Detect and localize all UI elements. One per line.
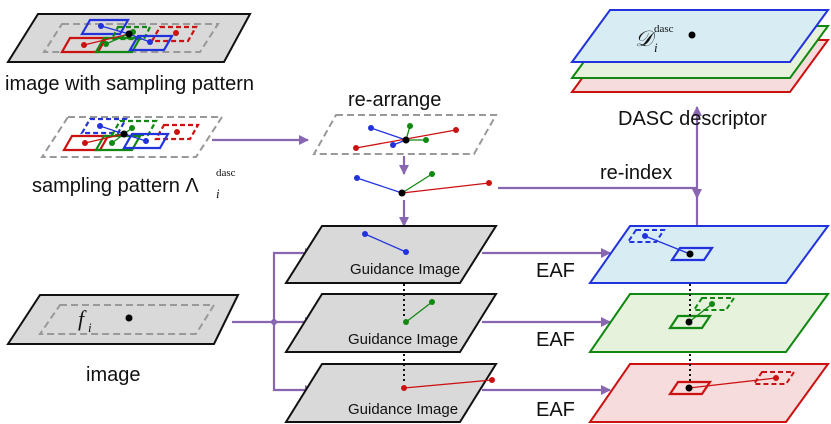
guidance-image-3-label: Guidance Image [348,401,458,418]
descriptor-symbol: 𝒟 [635,26,657,51]
guidance-image-2 [284,293,498,353]
sampling-pattern [40,116,224,158]
branch-point [271,319,277,325]
flow-arrows [212,106,702,395]
sampling-pattern-sub: i [216,186,220,201]
sampling-pattern-sup: dasc [216,167,236,179]
re-index-label: re-index [600,162,672,184]
eaf-layer-red [588,363,830,423]
image-symbol-sub: i [88,320,92,335]
eaf-1-label: EAF [536,260,575,282]
descriptor-sub: i [654,40,658,55]
guidance-image-3 [284,363,498,423]
guidance-image-2-label: Guidance Image [348,331,458,348]
dasc-descriptor-stack [570,9,830,93]
sampling-pattern-label: sampling pattern Λ [32,175,199,197]
eaf-2-label: EAF [536,329,575,351]
guidance-image-1-label: Guidance Image [350,261,460,278]
image-symbol: f [78,306,87,331]
input-image [6,294,240,345]
guidance-image-1 [284,225,498,284]
image-label: image [86,364,140,386]
image-with-sampling-pattern-label: image with sampling pattern [5,73,254,95]
eaf-layer-green [588,293,830,353]
re-arrange-label: re-arrange [348,89,441,111]
image-with-sampling-pattern [6,13,252,63]
descriptor-sup: dasc [654,23,674,35]
re-arranged-pattern [312,114,498,155]
eaf-layer-blue [588,225,830,284]
dasc-descriptor-label: DASC descriptor [618,108,767,130]
eaf-3-label: EAF [536,399,575,421]
re-indexed-pattern [354,171,492,197]
